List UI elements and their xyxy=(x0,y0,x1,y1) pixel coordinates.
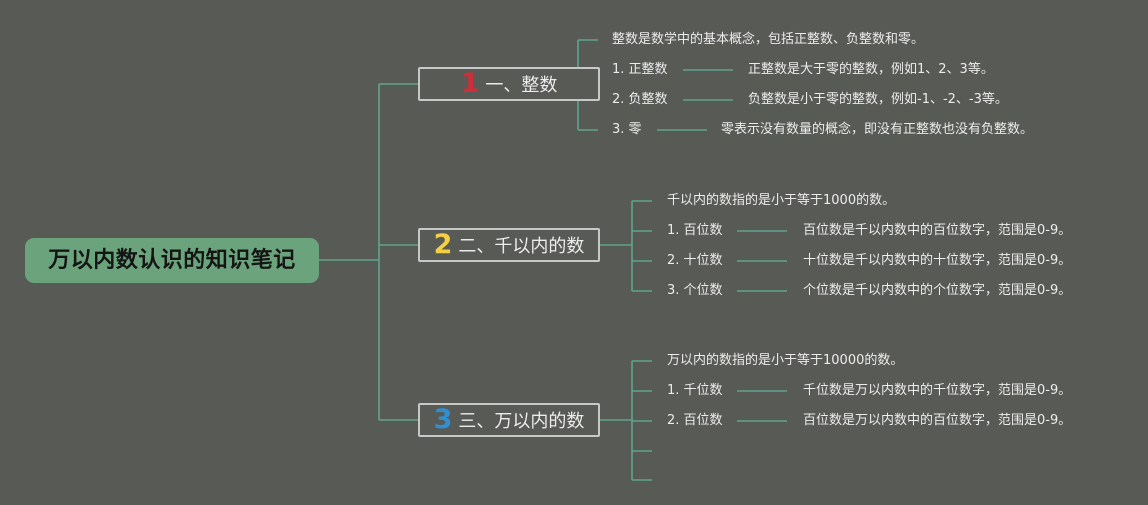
branch1-intro: 整数是数学中的基本概念，包括正整数、负整数和零。 xyxy=(612,32,925,47)
branch2-item1-term: 1. 百位数 xyxy=(667,223,723,238)
branch2-item1-desc: 百位数是千以内数中的百位数字，范围是0-9。 xyxy=(803,223,1072,238)
branch1-item3-term: 3. 零 xyxy=(612,122,642,137)
branch1-item2-term: 2. 负整数 xyxy=(612,92,668,107)
branch1-item1-term: 1. 正整数 xyxy=(612,62,668,77)
branch-label: 一、整数 xyxy=(485,75,558,96)
branch2-item2-term: 2. 十位数 xyxy=(667,253,723,268)
branch-label: 三、万以内的数 xyxy=(458,411,585,432)
branch-number-badge: 1 xyxy=(460,68,480,99)
branch3-item1-desc: 千位数是万以内数中的千位数字，范围是0-9。 xyxy=(803,383,1072,398)
branch-node-within-thousand[interactable]: 2 二、千以内的数 xyxy=(418,228,600,262)
root-title: 万以内数认识的知识笔记 xyxy=(48,248,296,273)
branch2-item2-desc: 十位数是千以内数中的十位数字，范围是0-9。 xyxy=(803,253,1072,268)
branch-number-badge: 3 xyxy=(433,404,453,435)
branch3-intro: 万以内的数指的是小于等于10000的数。 xyxy=(667,353,904,368)
branch2-intro: 千以内的数指的是小于等于1000的数。 xyxy=(667,193,896,208)
root-node[interactable]: 万以内数认识的知识笔记 xyxy=(25,238,319,283)
branch3-item2-term: 2. 百位数 xyxy=(667,413,723,428)
branch-node-integers[interactable]: 1 一、整数 xyxy=(418,67,600,101)
branch3-item2-desc: 百位数是万以内数中的百位数字，范围是0-9。 xyxy=(803,413,1072,428)
branch1-item2-desc: 负整数是小于零的整数，例如-1、-2、-3等。 xyxy=(748,92,1008,107)
branch3-item1-term: 1. 千位数 xyxy=(667,383,723,398)
branch1-item1-desc: 正整数是大于零的整数，例如1、2、3等。 xyxy=(748,62,994,77)
branch-node-within-ten-thousand[interactable]: 3 三、万以内的数 xyxy=(418,403,600,437)
branch2-item3-term: 3. 个位数 xyxy=(667,283,723,298)
branch-number-badge: 2 xyxy=(433,229,453,260)
branch1-item3-desc: 零表示没有数量的概念，即没有正整数也没有负整数。 xyxy=(721,122,1034,137)
branch2-item3-desc: 个位数是千以内数中的个位数字，范围是0-9。 xyxy=(803,283,1072,298)
branch-label: 二、千以内的数 xyxy=(458,236,585,257)
